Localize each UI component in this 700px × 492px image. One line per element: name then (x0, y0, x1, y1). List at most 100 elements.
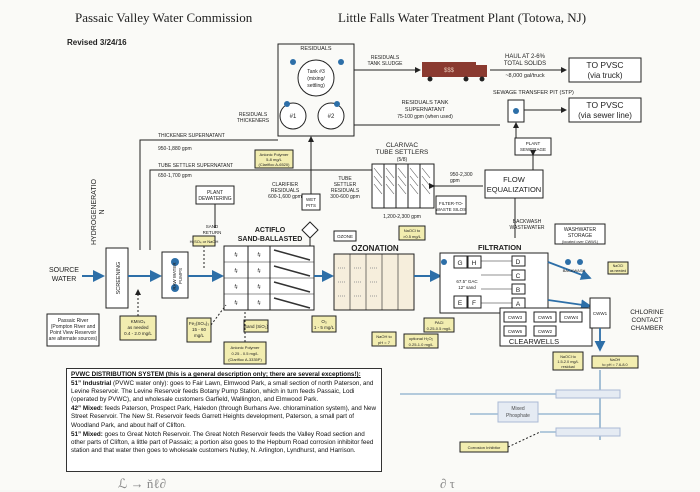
kmno4-2: as needed (127, 325, 149, 330)
clarivac-count: (5/8) (397, 157, 408, 163)
tank-sludge-2: TANK SLUDGE (368, 61, 404, 67)
washwater-3: (located over CWW1) (562, 240, 599, 244)
anionic-3: (Clarifloc A-3335P) (228, 357, 262, 362)
plant-title: Little Falls Water Treatment Plant (Toto… (338, 10, 587, 25)
filter-f: F (472, 300, 476, 307)
pvsc-truck-box (568, 57, 642, 83)
polymer-2: 5-8 mg/L (266, 157, 283, 162)
filtration-label: FILTRATION (478, 243, 521, 252)
cww1: CWW1 (593, 311, 608, 316)
filter-d: D (516, 259, 521, 266)
stp-label: SEWAGE TRANSFER PIT (STP) (493, 90, 574, 96)
pump-dot (284, 101, 290, 107)
filter-b: B (516, 287, 520, 294)
kmno4-1: KMnO₄ (131, 319, 146, 324)
source-note-4: are alternate sources) (49, 336, 98, 342)
plant-dewatering-2: DEWATERING (198, 196, 231, 202)
pvsc-truck-1: TO PVSC (586, 60, 623, 70)
ferric-box (186, 317, 212, 343)
clearwells-label: CLEARWELLS (509, 337, 559, 346)
washwater-storage-box (554, 223, 606, 245)
wet-pits-1: WET (306, 197, 316, 202)
plant-dewatering-1: PLANT (207, 190, 223, 196)
chlorine-3: CHAMBER (631, 325, 664, 332)
ts-res-2: SETTLER (334, 182, 357, 188)
ferric-2: 15 - 60 (192, 327, 207, 332)
pacl-2: 0.25-0.5 mg/L (427, 326, 452, 331)
ts-res-4: 300-600 gpm (330, 194, 359, 200)
svg-text:⫩: ⫩ (257, 268, 261, 275)
revised-date: Revised 3/24/16 (67, 38, 127, 47)
svg-text:⫩: ⫩ (257, 252, 261, 259)
thickener-super-2: 950-1,880 gpm (158, 146, 192, 152)
cww6: CWW6 (508, 329, 523, 334)
hydro-2: N (99, 209, 106, 214)
truck-icon: $$$ (422, 62, 487, 82)
tank3-line1: Tank #3 (307, 69, 325, 75)
filter-h: H (472, 260, 477, 267)
tank-super-1: RESIDUALS TANK (402, 100, 449, 106)
ozonation-basin (333, 253, 415, 311)
dist-42-lead: 42” Mixed: (71, 405, 103, 413)
tube-super-2: 650-1,700 gpm (158, 173, 192, 179)
naoh-1: NaOH to (376, 334, 392, 339)
anionic-1: Anionic Polymer (231, 345, 261, 350)
source-water-1: SOURCE (49, 267, 79, 274)
flow-equalization-box (484, 169, 544, 199)
handwriting-scribble: ∂ τ (440, 476, 455, 491)
tube-super-1: TUBE SETTLER SUPERNATANT (158, 163, 233, 169)
mixed-1: Mixed (511, 406, 525, 412)
pump-dot (513, 108, 519, 114)
cww5: CWW5 (538, 315, 553, 320)
clar-res-3: 600-1,600 gpm (268, 194, 302, 200)
dist-51i: (PVWC water only): goes to Fair Lawn, El… (71, 380, 374, 404)
ftw-2: WASTE SILOS (436, 207, 466, 212)
flow-950-1: 950-2,300 (450, 172, 473, 178)
haul-1: HAUL AT 2-6% (505, 54, 546, 60)
sand-label: Sand (SiO₂) (244, 324, 269, 329)
pvsc-sewer-1: TO PVSC (586, 100, 623, 110)
dist-title: PVWC DISTRIBUTION SYSTEM (this is a gene… (71, 371, 361, 378)
washwater-1: WASHWATER (564, 227, 597, 233)
svg-text:⫩: ⫩ (257, 284, 261, 291)
filter-c: C (516, 273, 521, 280)
naocl-ozone-box (398, 225, 426, 241)
source-note-3: Point View Reservoir (50, 330, 97, 336)
sand-return-1: SAND (206, 224, 219, 229)
tank1-label: #1 (290, 114, 297, 120)
source-water-2: WATER (52, 276, 77, 283)
pump-dot (334, 101, 340, 107)
actiflo-basin: ⫩ ⫩ ⫩ ⫩ ⫩ ⫩ ⫩ ⫩ (223, 245, 315, 311)
h2o2-2: 0.25-1.0 mg/L (409, 342, 434, 347)
naoh2-2: to pH = 7.6-8.0 (602, 363, 627, 367)
tank-sludge-1: RESIDUALS (371, 55, 400, 61)
polymer-1: Anionic Polymer (260, 152, 290, 157)
ferric-3: mg/L (194, 333, 205, 338)
chlorine-2: CONTACT (632, 317, 663, 324)
naocl-ozone-2: >0.5 mg/L (403, 234, 422, 239)
flow-1200: 1,200-2,300 gpm (383, 214, 421, 220)
thickeners-label-2: THICKENERS (237, 118, 270, 124)
cww4: CWW4 (564, 315, 579, 320)
naocl-cl-box (607, 261, 629, 275)
tank3 (297, 59, 335, 97)
source-note-2: (Pompton River and (51, 324, 96, 330)
naoh-box (371, 331, 397, 347)
screening-box (105, 247, 129, 309)
o3-2: 1 - 5 mg/L (314, 325, 335, 330)
naocl-cl-1: NaOCl (613, 264, 624, 268)
clarivac-2: TUBE SETTLERS (376, 149, 429, 156)
mixed-2: Phosphate (506, 413, 530, 419)
gac-1: 67.5” GAC (456, 279, 478, 284)
pvsc-sewer-2: (via sewer line) (578, 111, 632, 120)
distribution-note: PVWC DISTRIBUTION SYSTEM (this is a gene… (66, 368, 382, 472)
dist-51i-lead: 51” Industrial (71, 380, 112, 388)
tank-super-2: SUPERNATANT (405, 107, 446, 113)
cww2: CWW2 (538, 329, 553, 334)
naoh2-box (591, 355, 639, 369)
flow-950-2: gpm (450, 178, 460, 184)
svg-text:⫩: ⫩ (234, 252, 238, 259)
truck-text: $$$ (444, 68, 455, 74)
clearwells-block (499, 297, 611, 347)
